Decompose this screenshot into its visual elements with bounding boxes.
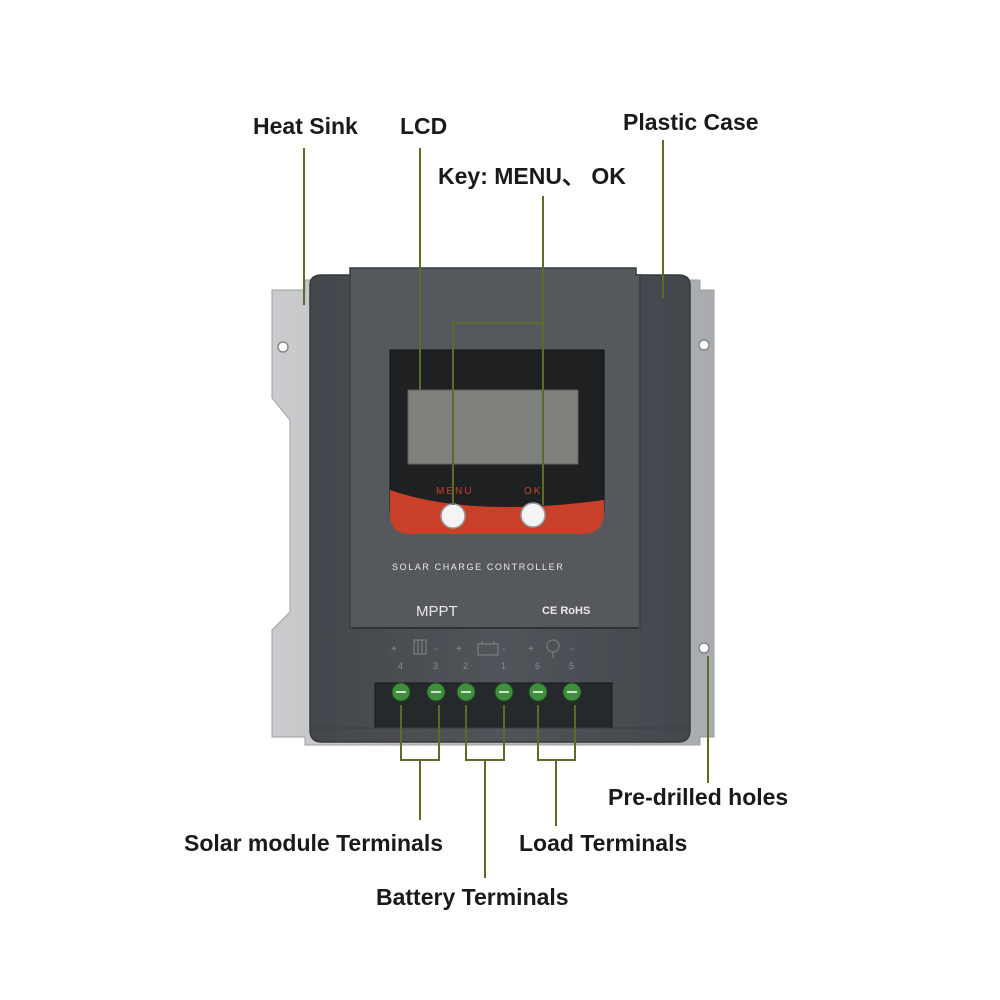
keys-label: Key: MENU、 OK xyxy=(438,163,626,189)
solar-panel-icon xyxy=(413,639,427,655)
terminal-number: 1 xyxy=(501,661,507,671)
terminal-number: 3 xyxy=(433,661,439,671)
leader-lines xyxy=(303,140,709,878)
mounting-hole xyxy=(698,642,710,654)
load-terminals-label: Load Terminals xyxy=(519,830,688,856)
terminal-polarity: - xyxy=(570,644,574,655)
terminal-polarity: + xyxy=(391,644,397,655)
battery-terminals-label: Battery Terminals xyxy=(376,884,569,910)
lcd-label: LCD xyxy=(400,113,448,139)
terminal-number: 4 xyxy=(398,661,404,671)
terminal-number: 6 xyxy=(535,661,541,671)
ok-button[interactable] xyxy=(520,502,546,528)
terminal-polarity: - xyxy=(502,644,506,655)
plastic-case-label: Plastic Case xyxy=(623,109,759,135)
pre-drilled-holes-label: Pre-drilled holes xyxy=(608,784,789,810)
model-label: MPPT xyxy=(416,603,458,620)
terminal-number: 2 xyxy=(463,661,469,671)
solar-terminals-label: Solar module Terminals xyxy=(184,830,444,856)
certification-label: CE RoHS xyxy=(542,605,591,617)
terminal-polarity: - xyxy=(434,644,438,655)
mounting-hole xyxy=(277,341,289,353)
terminal-polarity: + xyxy=(528,644,534,655)
terminal-number: 5 xyxy=(569,661,575,671)
battery-icon xyxy=(477,641,499,656)
bulb-icon xyxy=(546,639,560,658)
menu-key-label: MENU xyxy=(436,486,474,497)
terminal-polarity: + xyxy=(456,644,462,655)
product-name-label: SOLAR CHARGE CONTROLLER xyxy=(392,562,565,572)
heat-sink-label: Heat Sink xyxy=(253,113,358,139)
mounting-hole xyxy=(698,339,710,351)
ok-key-label: OK xyxy=(524,486,543,497)
menu-button[interactable] xyxy=(440,503,466,529)
lcd-screen xyxy=(407,389,579,465)
